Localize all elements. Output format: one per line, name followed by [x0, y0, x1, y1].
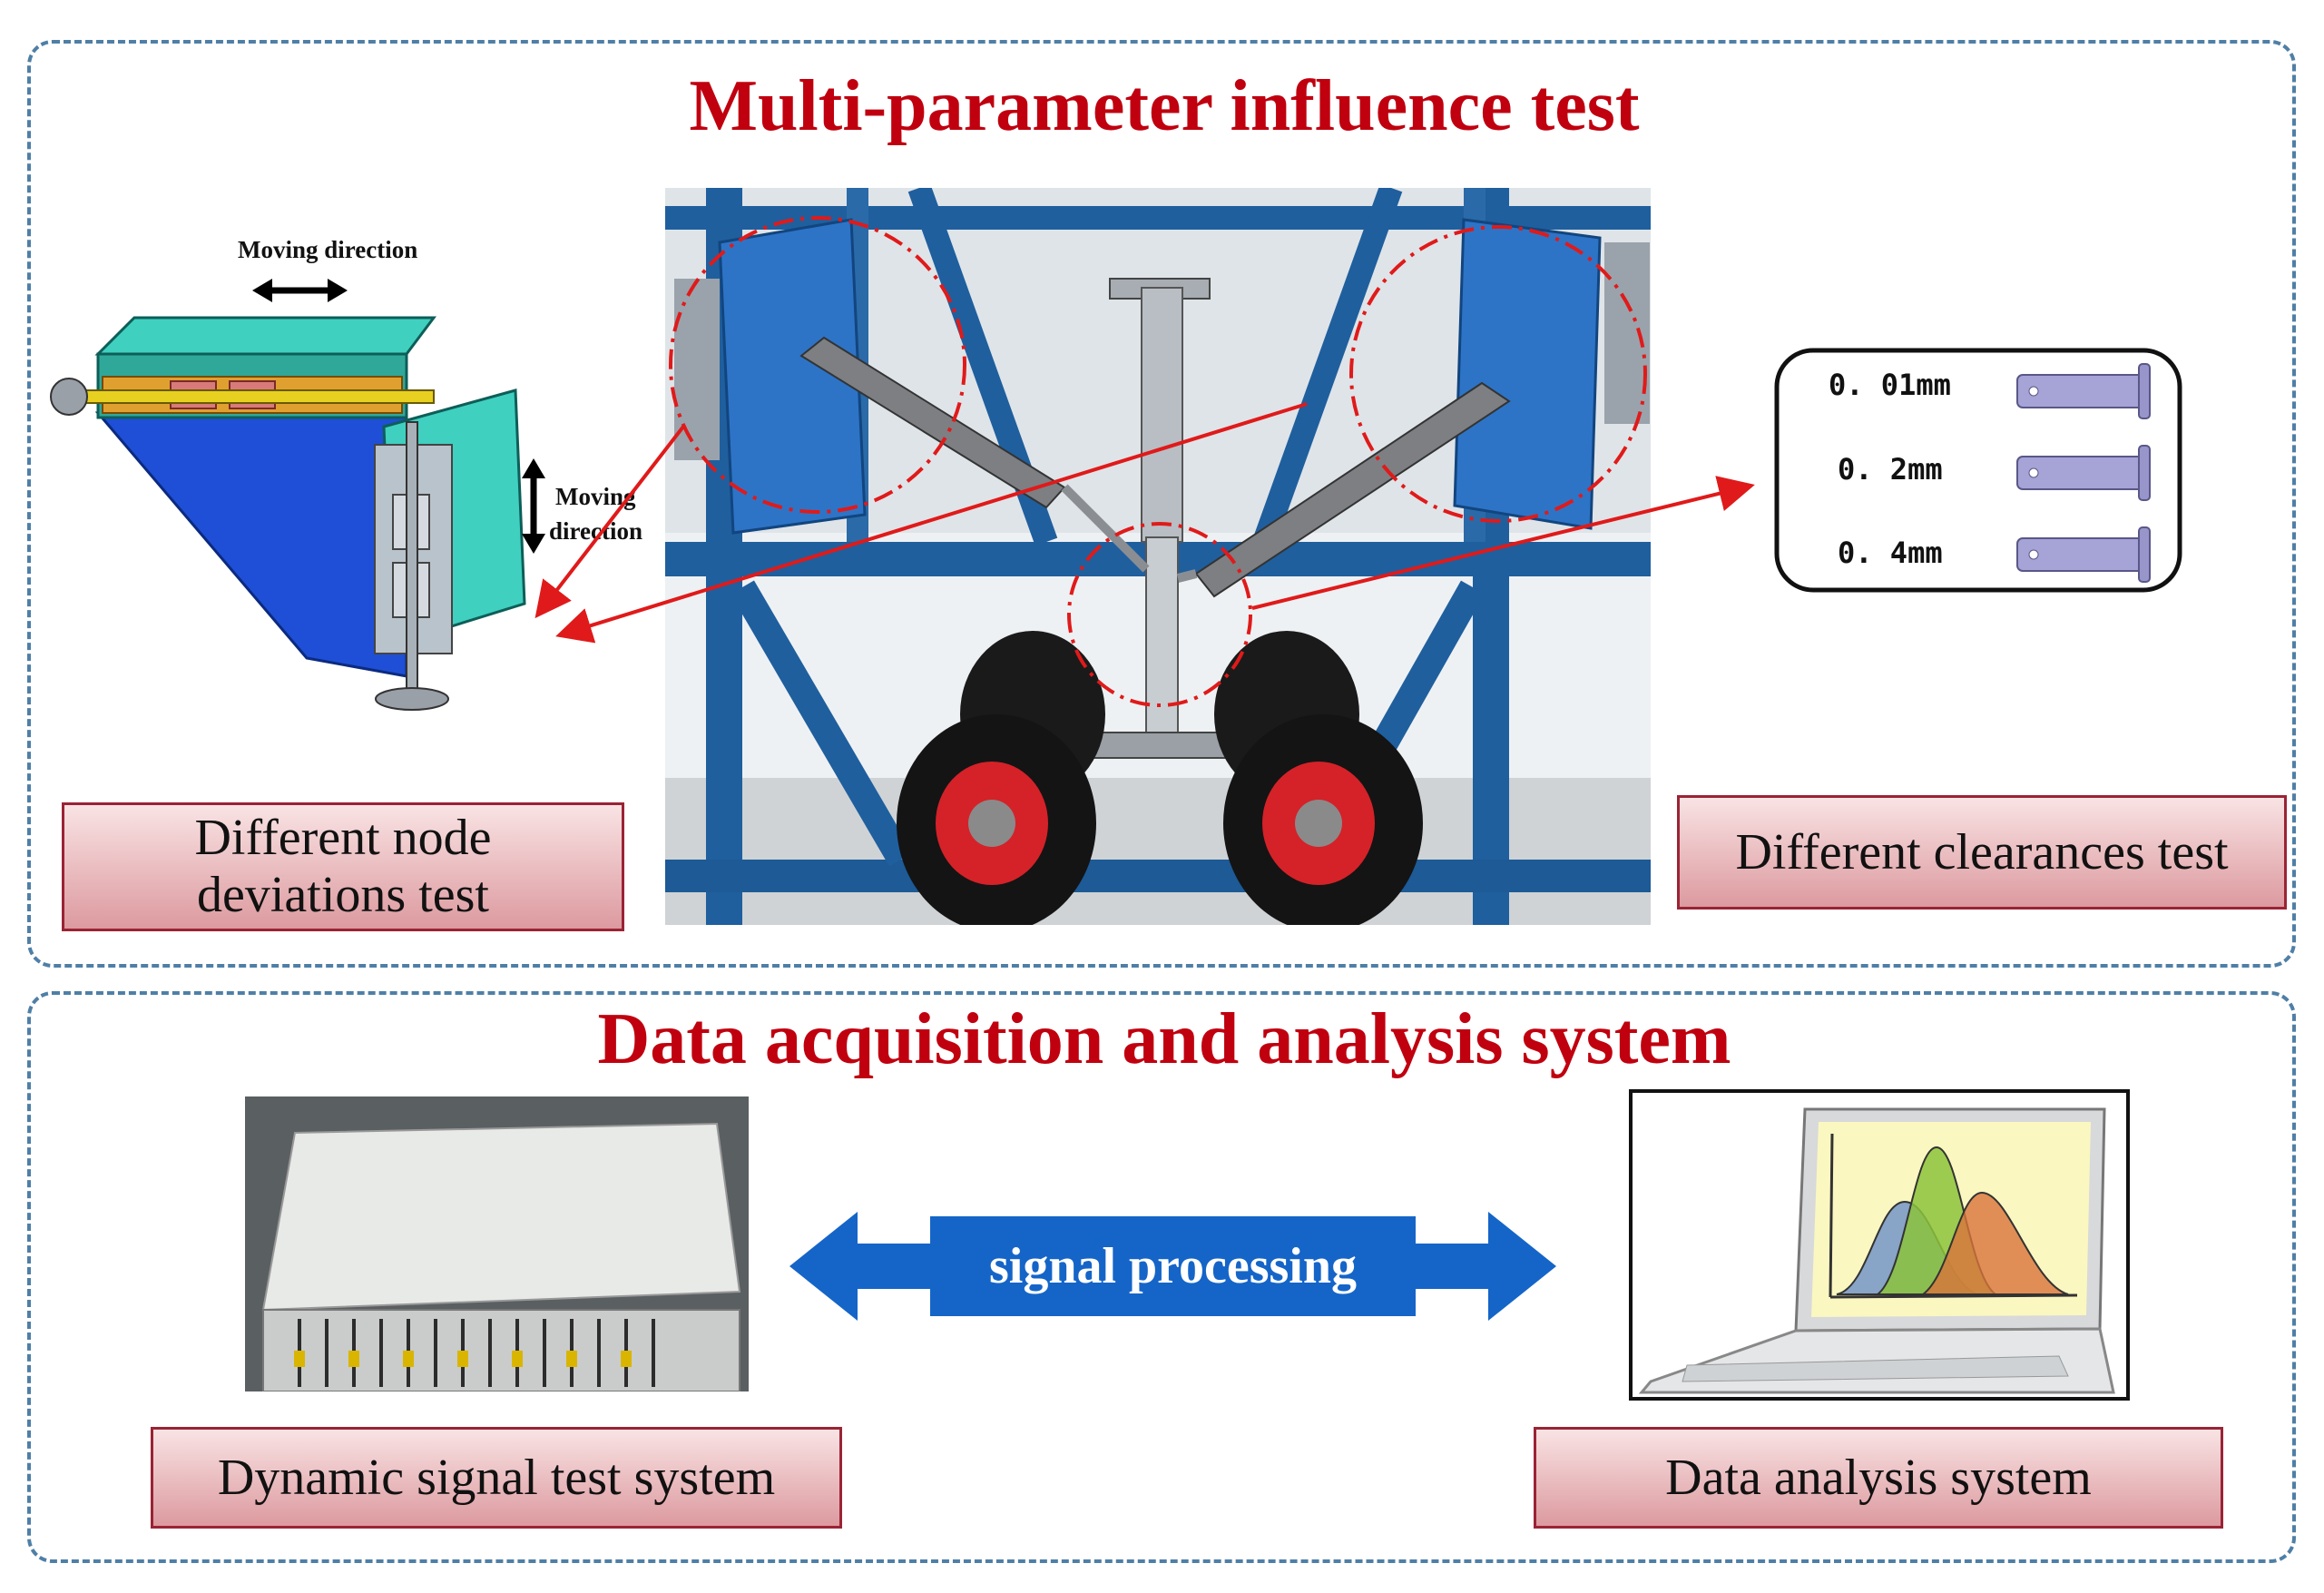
wheels [897, 631, 1423, 925]
bottom-handwheel [375, 687, 449, 711]
data-analysis-label: Data analysis system [1534, 1427, 2223, 1529]
pin-0-4 [2016, 526, 2151, 583]
clearance-value-1: 0. 01mm [1829, 368, 1951, 402]
plot-axis-x [1829, 1293, 2078, 1299]
clearances-test-label: Different clearances test [1677, 795, 2287, 910]
plot-axis-y [1829, 1133, 1834, 1298]
clearance-pins-panel [1774, 348, 2182, 593]
pin-0-01 [2016, 363, 2151, 419]
data-analysis-figure [1629, 1089, 2130, 1401]
acquisition-panel [27, 991, 2296, 1563]
dynamic-signal-test-label: Dynamic signal test system [151, 1427, 842, 1529]
laptop-illustration [1638, 1107, 2115, 1394]
right-brace [1194, 381, 1511, 598]
center-joint-marker [1067, 522, 1252, 707]
rack-top-cover [261, 1122, 741, 1312]
left-joint-marker [669, 216, 966, 514]
left-mount-plate [718, 218, 867, 535]
right-joint-marker [1349, 225, 1647, 523]
frame-base [665, 860, 1651, 892]
node-fixture-drawing [50, 279, 545, 711]
node-deviations-label: Different node deviations test [62, 802, 624, 931]
clearance-value-3: 0. 4mm [1838, 536, 1943, 570]
node-deviations-line-1: Different node [194, 810, 492, 867]
top-handwheel [50, 378, 88, 416]
test-section-title: Multi-parameter influence test [689, 66, 1640, 146]
node-deviations-line-2: deviations test [197, 867, 489, 923]
test-panel [27, 40, 2296, 968]
shock-strut [1141, 287, 1183, 543]
signal-acquisition-rack-photo [245, 1096, 749, 1391]
orange-distribution-curve [1919, 1191, 2069, 1295]
landing-gear-photo [665, 188, 1651, 925]
annotation-arrow-left-a [534, 425, 685, 619]
acquisition-section-title: Data acquisition and analysis system [597, 999, 1731, 1079]
annotation-arrow-left-b [555, 402, 1308, 644]
clearance-value-2: 0. 2mm [1838, 452, 1943, 487]
moving-direction-label-horizontal: Moving direction [238, 236, 418, 263]
signal-processing-double-arrow [789, 1212, 1556, 1321]
rack-front-panel [262, 1309, 740, 1391]
pin-0-2 [2016, 445, 2151, 501]
annotation-arrow-right [1251, 476, 1755, 610]
signal-processing-label: signal processing [988, 1238, 1358, 1294]
